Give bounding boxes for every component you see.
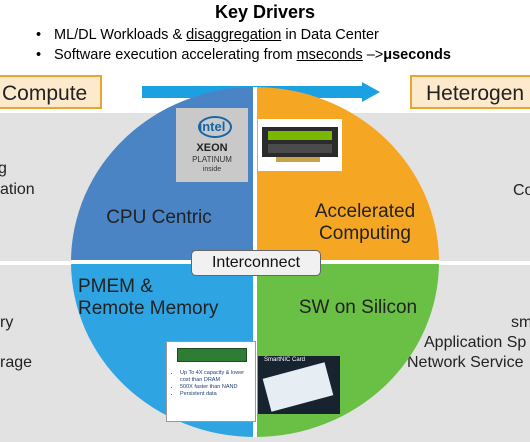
left-text: ry bbox=[0, 314, 14, 331]
bullet-item: •ML/DL Workloads & disaggregation in Dat… bbox=[36, 27, 379, 43]
intel-ring-icon bbox=[198, 116, 232, 138]
left-text: g bbox=[0, 160, 7, 177]
gpu-card-image bbox=[258, 119, 342, 171]
memory-module-icon bbox=[177, 348, 247, 362]
heterogeneous-tag-label: Heterogen bbox=[426, 82, 525, 105]
bullet-text: –> bbox=[362, 47, 384, 63]
heterogeneous-tag: Heterogen bbox=[410, 75, 530, 109]
network-card-icon bbox=[262, 362, 334, 412]
intel-xeon: XEON bbox=[196, 142, 228, 154]
smartnic-image: SmartNIC Card bbox=[258, 356, 340, 414]
bullet-underlined: mseconds bbox=[296, 47, 363, 63]
right-text: Network Service bbox=[407, 354, 524, 371]
bullet-text: in Data Center bbox=[281, 27, 379, 43]
pmem-label: PMEM & Remote Memory bbox=[78, 276, 219, 319]
bullet-underlined: disaggregation bbox=[186, 27, 282, 43]
intel-platinum: PLATINUM bbox=[192, 155, 232, 164]
intel-brand: intel bbox=[198, 119, 226, 134]
pmem-bullet: Persistent data bbox=[180, 391, 255, 398]
smartnic-label: SmartNIC Card bbox=[264, 357, 306, 363]
interconnect-label: Interconnect bbox=[191, 250, 321, 276]
bullet-list: •ML/DL Workloads & disaggregation in Dat… bbox=[36, 27, 451, 67]
cpu-centric-label: CPU Centric bbox=[106, 207, 212, 228]
left-text: rage bbox=[0, 354, 33, 371]
right-text: Co bbox=[513, 182, 530, 199]
left-text: ation bbox=[0, 181, 35, 198]
bullet-item: •Software execution accelerating from ms… bbox=[36, 47, 451, 63]
compute-tag: Compute bbox=[0, 75, 102, 109]
right-text: Application Sp bbox=[424, 334, 527, 351]
pmem-info-box: Up To 4X capacity & lower cost than DRAM… bbox=[166, 341, 256, 422]
page-title: Key Drivers bbox=[214, 2, 316, 22]
right-text: sm bbox=[511, 314, 530, 331]
intel-xeon-badge: intel XEON PLATINUM inside bbox=[176, 108, 248, 182]
bullet-text: Software execution accelerating from bbox=[54, 47, 297, 63]
bullet-text: μseconds bbox=[383, 47, 451, 63]
pmem-bullet: 500X faster than NAND bbox=[180, 384, 255, 391]
sw-silicon-label: SW on Silicon bbox=[298, 297, 418, 318]
pmem-bullet: Up To 4X capacity & lower cost than DRAM bbox=[180, 370, 255, 384]
accelerated-label: Accelerated Computing bbox=[314, 201, 416, 244]
compute-tag-label: Compute bbox=[2, 82, 88, 105]
intel-inside: inside bbox=[202, 166, 222, 173]
bullet-text: ML/DL Workloads & bbox=[54, 27, 187, 43]
gpu-icon bbox=[262, 127, 338, 162]
